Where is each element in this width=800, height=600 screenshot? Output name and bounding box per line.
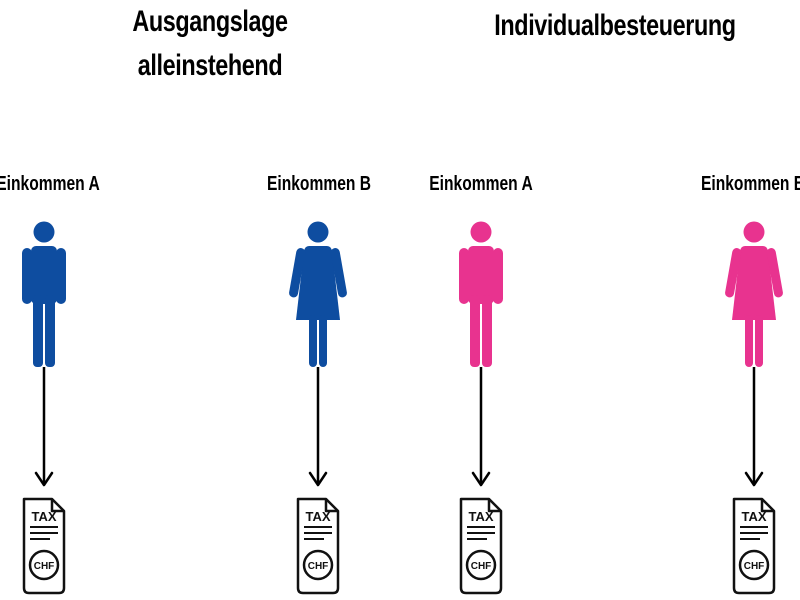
tax-document-icon: TAX CHF [296, 497, 340, 595]
person-label-3: Einkommen A [429, 173, 533, 195]
currency-label: CHF [308, 561, 329, 572]
currency-label: CHF [744, 561, 765, 572]
heading-line-2: alleinstehend [137, 49, 283, 82]
arrow-down [34, 367, 54, 487]
tax-document-icon: TAX CHF [459, 497, 503, 595]
heading-ausgangslage: Ausgangslage alleinstehend [132, 0, 288, 88]
tax-title: TAX [305, 509, 330, 524]
tax-document-icon: TAX CHF [732, 497, 776, 595]
currency-label: CHF [34, 561, 55, 572]
male-figure-icon [459, 221, 503, 367]
person-column-2: TAX CHF [278, 215, 358, 600]
person-label-1: Einkommen A [0, 173, 100, 195]
arrow-down [471, 367, 491, 487]
heading-line-1: Ausgangslage [132, 5, 288, 38]
male-figure-icon [22, 221, 66, 367]
tax-document-icon: TAX CHF [22, 497, 66, 595]
person-column-1: TAX CHF [4, 215, 84, 600]
currency-label: CHF [471, 561, 492, 572]
tax-title: TAX [468, 509, 493, 524]
arrow-down [744, 367, 764, 487]
female-figure-icon [725, 221, 783, 367]
person-column-3: TAX CHF [441, 215, 521, 600]
female-figure-icon [289, 221, 347, 367]
heading-individualbesteuerung: Individualbesteuerung [494, 9, 736, 42]
arrow-down [308, 367, 328, 487]
person-column-4: TAX CHF [714, 215, 794, 600]
tax-title: TAX [31, 509, 56, 524]
person-label-4: Einkommen B [700, 173, 800, 195]
person-label-2: Einkommen B [266, 173, 372, 195]
tax-title: TAX [741, 509, 766, 524]
